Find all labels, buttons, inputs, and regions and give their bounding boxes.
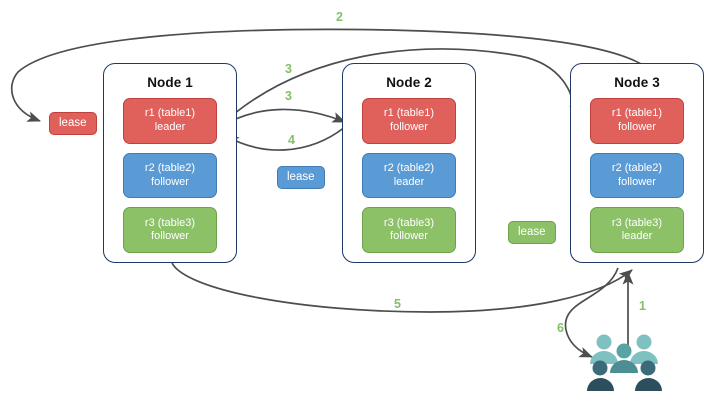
- replica-name: r1 (table1): [611, 107, 663, 120]
- replica-name: r2 (table2): [611, 162, 663, 174]
- step-label-4: 4: [288, 133, 295, 147]
- edge-step-5: [171, 262, 633, 313]
- step-label-5: 5: [394, 297, 401, 311]
- replica-name: r3 (table3): [611, 216, 663, 229]
- step-label-6: 6: [557, 321, 564, 335]
- replica-name: r3 (table3): [383, 216, 435, 229]
- replica-name: r1 (table1): [383, 107, 435, 120]
- replica-node2-r3[interactable]: r3 (table3) follower: [362, 207, 456, 254]
- replica-role: leader: [621, 230, 653, 243]
- replica-node3-r3[interactable]: r3 (table3) leader: [590, 207, 684, 254]
- node-card-node3[interactable]: Node 3 r1 (table1) follower r2 (table2) …: [570, 63, 704, 263]
- replica-role: follower: [618, 175, 656, 188]
- replica-role: leader: [154, 120, 186, 133]
- replica-name: r1 (table1): [144, 107, 196, 120]
- step-label-3a: 3: [285, 62, 292, 76]
- lease-badge-table3[interactable]: lease: [508, 221, 556, 244]
- replica-node3-r2[interactable]: r2 (table2) follower: [590, 152, 684, 199]
- replica-role: follower: [618, 120, 656, 133]
- replica-role: follower: [390, 120, 428, 133]
- edge-step-3-to-node2: [219, 108, 346, 128]
- replica-node1-r2[interactable]: r2 (table2) follower: [123, 152, 217, 199]
- node-title: Node 1: [147, 75, 193, 90]
- users-group-icon: [587, 334, 662, 391]
- replica-node2-r2[interactable]: r2 (table2) leader: [362, 152, 456, 199]
- step-label-1: 1: [639, 299, 646, 313]
- replica-role: follower: [151, 175, 189, 188]
- replica-node2-r1[interactable]: r1 (table1) follower: [362, 98, 456, 144]
- replica-node3-r1[interactable]: r1 (table1) follower: [590, 98, 684, 144]
- lease-badge-table2[interactable]: lease: [277, 166, 325, 189]
- node-title: Node 2: [386, 75, 432, 90]
- edge-step-4: [225, 126, 346, 151]
- lease-badge-table1[interactable]: lease: [49, 112, 97, 135]
- node-card-node1[interactable]: Node 1 r1 (table1) leader r2 (table2) fo…: [103, 63, 237, 263]
- step-label-3b: 3: [285, 89, 292, 103]
- replica-role: leader: [393, 175, 425, 188]
- node-card-node2[interactable]: Node 2 r1 (table1) follower r2 (table2) …: [342, 63, 476, 263]
- node-title: Node 3: [614, 75, 660, 90]
- replica-name: r2 (table2): [383, 162, 435, 174]
- step-label-2: 2: [336, 10, 343, 24]
- replica-role: follower: [151, 230, 189, 243]
- replica-name: r2 (table2): [144, 162, 196, 174]
- replica-name: r3 (table3): [144, 216, 196, 229]
- replica-node1-r1[interactable]: r1 (table1) leader: [123, 98, 217, 144]
- replica-role: follower: [390, 230, 428, 243]
- replica-node1-r3[interactable]: r3 (table3) follower: [123, 207, 217, 254]
